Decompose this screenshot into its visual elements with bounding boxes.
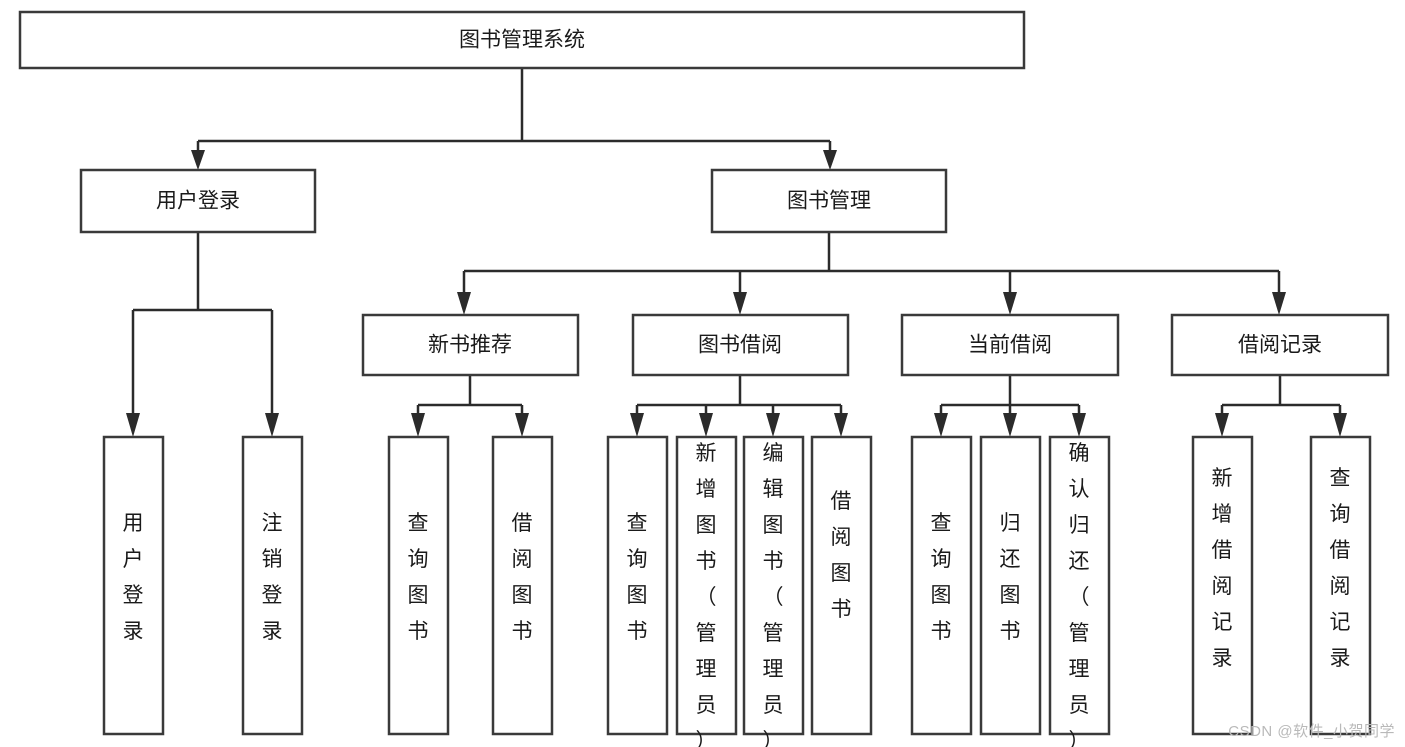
node-leaf-query-book-1-box[interactable] <box>387 435 450 736</box>
node-book-manage[interactable]: 图书管理 <box>710 168 948 234</box>
node-leaf-query-book-2-label: 查询图书 <box>627 512 648 643</box>
arrow-to-new-book-recommend <box>457 292 471 315</box>
node-borrow-record[interactable]: 借阅记录 <box>1170 313 1390 377</box>
node-leaf-query-book-2[interactable]: 查询图书 <box>606 435 669 736</box>
node-leaf-query-book-3[interactable]: 查询图书 <box>910 435 973 736</box>
node-new-book-recommend-box[interactable] <box>361 313 580 377</box>
arrow-to-user-login <box>191 150 205 170</box>
node-current-borrow-label: 当前借阅 <box>968 334 1052 357</box>
node-book-manage-box[interactable] <box>710 168 948 234</box>
node-leaf-add-book-label: 新增图书（管理员） <box>696 442 717 747</box>
node-leaf-query-record-box[interactable] <box>1309 435 1372 736</box>
arrow-to-book-borrow <box>733 292 747 315</box>
node-leaf-borrow-book-2[interactable]: 借阅图书 <box>810 435 873 736</box>
node-book-manage-label: 图书管理 <box>787 190 871 213</box>
node-borrow-record-label: 借阅记录 <box>1238 334 1322 357</box>
node-leaf-edit-book-label: 编辑图书（管理员） <box>763 442 784 747</box>
node-leaf-add-book[interactable]: 新增图书（管理员） <box>675 435 738 747</box>
node-book-borrow-label: 图书借阅 <box>698 334 782 357</box>
node-leaf-return-book-label: 归还图书 <box>1000 512 1021 643</box>
arrow-to-book-manage <box>823 150 837 170</box>
arrow-to-borrow-record <box>1272 292 1286 315</box>
arrow-to-leaf-add-record <box>1215 413 1229 437</box>
arrow-to-leaf-query-book-3 <box>934 413 948 437</box>
arrow-to-leaf-edit-book <box>766 413 780 437</box>
node-leaf-edit-book[interactable]: 编辑图书（管理员） <box>742 435 805 747</box>
arrow-to-leaf-borrow-book-2 <box>834 413 848 437</box>
node-root-label: 图书管理系统 <box>459 29 585 52</box>
node-leaf-return-book-box[interactable] <box>979 435 1042 736</box>
node-root-box[interactable] <box>18 10 1026 70</box>
connector-group-current-borrow <box>934 375 1086 437</box>
node-leaf-user-login-box[interactable] <box>102 435 165 736</box>
node-leaf-user-login-label: 用户登录 <box>123 512 144 643</box>
node-leaf-add-book-box[interactable] <box>675 435 738 736</box>
node-leaf-edit-book-box[interactable] <box>742 435 805 736</box>
arrow-to-leaf-borrow-book-1 <box>515 413 529 437</box>
node-current-borrow-box[interactable] <box>900 313 1120 377</box>
node-user-login[interactable]: 用户登录 <box>79 168 317 234</box>
connector-group-root <box>191 68 837 170</box>
node-leaf-query-book-3-box[interactable] <box>910 435 973 736</box>
arrow-to-leaf-add-book <box>699 413 713 437</box>
node-leaf-borrow-book-2-box[interactable] <box>810 435 873 736</box>
arrow-to-leaf-user-login <box>126 413 140 437</box>
connector-group-new-book-recommend <box>411 375 529 437</box>
arrow-to-leaf-user-logout <box>265 413 279 437</box>
node-leaf-query-book-3-label: 查询图书 <box>931 512 952 643</box>
node-new-book-recommend-label: 新书推荐 <box>428 334 512 357</box>
arrow-to-leaf-query-record <box>1333 413 1347 437</box>
node-leaf-confirm-return-box[interactable] <box>1048 435 1111 736</box>
node-leaf-user-logout[interactable]: 注销登录 <box>241 435 304 736</box>
node-leaf-query-book-2-box[interactable] <box>606 435 669 736</box>
node-leaf-add-record-label: 新增借阅记录 <box>1212 467 1233 670</box>
node-borrow-record-box[interactable] <box>1170 313 1390 377</box>
node-leaf-return-book[interactable]: 归还图书 <box>979 435 1042 736</box>
connector-group-user-login <box>126 232 279 437</box>
node-leaf-query-book-1-label: 查询图书 <box>408 512 429 643</box>
node-root[interactable]: 图书管理系统 <box>18 10 1026 70</box>
node-leaf-borrow-book-1-box[interactable] <box>491 435 554 736</box>
connector-group-borrow-record <box>1215 375 1347 437</box>
node-book-borrow-box[interactable] <box>631 313 850 377</box>
node-leaf-borrow-book-2-label: 借阅图书 <box>831 490 852 621</box>
node-leaf-borrow-book-1-label: 借阅图书 <box>512 512 533 643</box>
csdn-watermark: CSDN @软件_小贺同学 <box>1228 723 1395 740</box>
node-leaf-add-record[interactable]: 新增借阅记录 <box>1191 435 1254 736</box>
arrow-to-leaf-confirm-return <box>1072 413 1086 437</box>
node-leaf-query-record-label: 查询借阅记录 <box>1330 467 1351 670</box>
connector-group-book-borrow <box>630 375 848 437</box>
arrow-to-current-borrow <box>1003 292 1017 315</box>
node-current-borrow[interactable]: 当前借阅 <box>900 313 1120 377</box>
node-leaf-query-record[interactable]: 查询借阅记录 <box>1309 435 1372 736</box>
node-leaf-query-book-1[interactable]: 查询图书 <box>387 435 450 736</box>
node-new-book-recommend[interactable]: 新书推荐 <box>361 313 580 377</box>
node-book-borrow[interactable]: 图书借阅 <box>631 313 850 377</box>
node-leaf-confirm-return[interactable]: 确认归还（管理员） <box>1048 435 1111 747</box>
node-leaf-user-logout-label: 注销登录 <box>262 512 283 643</box>
arrow-to-leaf-return-book <box>1003 413 1017 437</box>
node-user-login-box[interactable] <box>79 168 317 234</box>
connector-group-book-manage <box>457 232 1286 315</box>
node-leaf-confirm-return-label: 确认归还（管理员） <box>1069 442 1090 747</box>
node-user-login-label: 用户登录 <box>156 190 240 213</box>
arrow-to-leaf-query-book-1 <box>411 413 425 437</box>
node-leaf-borrow-book-1[interactable]: 借阅图书 <box>491 435 554 736</box>
node-leaf-add-record-box[interactable] <box>1191 435 1254 736</box>
node-leaf-user-logout-box[interactable] <box>241 435 304 736</box>
node-leaf-user-login[interactable]: 用户登录 <box>102 435 165 736</box>
arrow-to-leaf-query-book-2 <box>630 413 644 437</box>
